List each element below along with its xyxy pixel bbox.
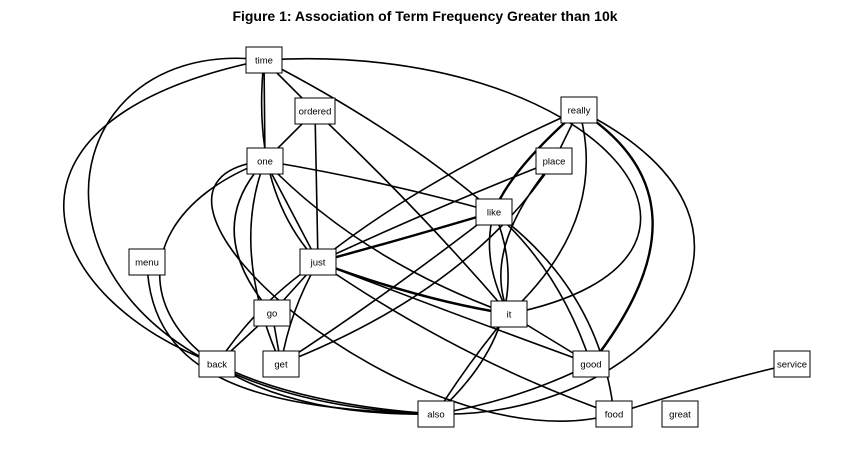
edge-really-good xyxy=(578,108,654,365)
node-box-it xyxy=(490,300,528,328)
node-really: really xyxy=(560,96,598,124)
edge-really-it xyxy=(508,109,588,315)
edges-layer xyxy=(63,57,793,422)
edge-just-it xyxy=(317,260,510,316)
node-box-service xyxy=(773,350,811,378)
edge-ordered-just xyxy=(314,110,319,263)
node-box-get xyxy=(262,350,300,378)
edge-time-also xyxy=(87,57,437,415)
edge-one-get xyxy=(249,160,282,365)
node-label-food: food xyxy=(605,410,624,421)
node-it: it xyxy=(490,300,528,328)
node-box-back xyxy=(198,350,236,378)
node-one: one xyxy=(246,147,284,175)
node-place: place xyxy=(535,147,573,175)
node-label-ordered: ordered xyxy=(299,107,332,118)
node-box-also xyxy=(417,400,455,428)
node-label-just: just xyxy=(310,258,326,269)
node-back: back xyxy=(198,350,236,378)
edge-just-good xyxy=(317,261,592,365)
edge-one-like xyxy=(264,160,495,213)
node-menu: menu xyxy=(128,248,166,276)
node-box-good xyxy=(572,350,610,378)
edge-place-it xyxy=(500,160,555,315)
node-get: get xyxy=(262,350,300,378)
node-go: go xyxy=(253,299,291,327)
node-label-get: get xyxy=(274,360,288,371)
node-label-also: also xyxy=(427,410,444,421)
node-food: food xyxy=(595,400,633,428)
figure-title: Figure 1: Association of Term Frequency … xyxy=(232,8,618,24)
node-box-go xyxy=(253,299,291,327)
edge-time-back xyxy=(63,59,265,365)
edge-one-it xyxy=(264,160,510,315)
node-box-time xyxy=(245,46,283,74)
edge-really-just xyxy=(317,109,580,263)
node-also: also xyxy=(417,400,455,428)
node-box-menu xyxy=(128,248,166,276)
node-label-one: one xyxy=(257,157,273,168)
node-label-good: good xyxy=(580,360,601,371)
node-label-back: back xyxy=(207,360,227,371)
node-time: time xyxy=(245,46,283,74)
node-service: service xyxy=(773,350,811,378)
node-label-great: great xyxy=(669,410,691,421)
edge-ordered-it xyxy=(314,110,510,315)
node-label-go: go xyxy=(267,309,278,320)
node-label-menu: menu xyxy=(135,258,159,269)
edge-one-just xyxy=(264,160,319,263)
node-box-great xyxy=(661,400,699,428)
edge-place-just xyxy=(317,160,555,263)
node-good: good xyxy=(572,350,610,378)
edge-like-just xyxy=(317,210,495,264)
node-box-really xyxy=(560,96,598,124)
edge-back-also xyxy=(216,363,437,415)
nodes-layer: time ordered really one place like menu just go i… xyxy=(128,46,811,428)
node-box-ordered xyxy=(294,97,336,125)
node-ordered: ordered xyxy=(294,97,336,125)
node-label-it: it xyxy=(507,310,512,321)
node-like: like xyxy=(475,198,513,226)
edge-time-just xyxy=(260,59,319,263)
edge-service-food xyxy=(613,363,793,415)
node-label-really: really xyxy=(568,106,591,117)
edge-like-food xyxy=(493,211,615,415)
node-just: just xyxy=(299,248,337,276)
edge-time-it xyxy=(263,57,642,315)
node-label-like: like xyxy=(487,208,501,219)
node-great: great xyxy=(661,400,699,428)
node-box-like xyxy=(475,198,513,226)
edge-time-like xyxy=(263,59,495,213)
edge-like-get xyxy=(280,211,495,365)
node-box-place xyxy=(535,147,573,175)
node-label-place: place xyxy=(543,157,566,168)
edge-like-good xyxy=(493,211,592,365)
edge-menu-also xyxy=(146,261,437,415)
node-box-food xyxy=(595,400,633,428)
edge-really-also xyxy=(435,109,696,415)
node-label-time: time xyxy=(255,56,273,67)
node-label-service: service xyxy=(777,360,807,371)
node-box-one xyxy=(246,147,284,175)
edge-one-go xyxy=(233,160,273,314)
edge-one-food xyxy=(210,160,615,422)
node-box-just xyxy=(299,248,337,276)
edge-just-food xyxy=(317,261,615,415)
